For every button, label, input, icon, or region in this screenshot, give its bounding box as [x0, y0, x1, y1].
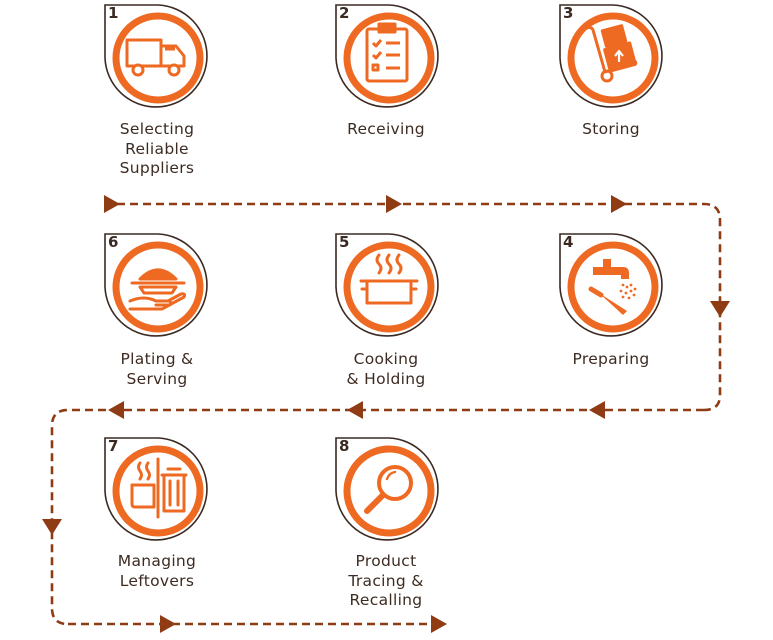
- step-number: 7: [108, 437, 119, 455]
- arrow-right-2: [386, 195, 402, 213]
- step-number: 3: [563, 4, 574, 22]
- step-number: 6: [108, 233, 119, 251]
- step-2: 2: [333, 2, 443, 112]
- step-7: 7: [102, 435, 212, 545]
- arrow-left-2: [347, 401, 363, 419]
- connector-row2: [50, 408, 704, 626]
- arrow-down-left: [42, 519, 62, 535]
- step-3: 3: [557, 2, 667, 112]
- step-7-label: Managing Leftovers: [117, 552, 197, 590]
- step-number: 8: [339, 437, 350, 455]
- leftovers-bin-icon: [130, 457, 188, 519]
- arrow-down-right: [710, 301, 730, 317]
- step-number: 5: [339, 233, 350, 251]
- step-number: 4: [563, 233, 574, 251]
- step-6-label: Plating & Serving: [120, 350, 194, 388]
- hand-truck-box-icon: [586, 24, 638, 83]
- clipboard-checklist-icon: [365, 22, 409, 83]
- steaming-pot-icon: [359, 253, 419, 305]
- arrow-right-4: [160, 615, 176, 633]
- step-5: 5: [333, 231, 443, 341]
- step-8: 8: [333, 435, 443, 545]
- step-number: 1: [108, 4, 119, 22]
- faucet-knife-icon: [588, 259, 637, 315]
- serving-plate-hand-icon: [128, 268, 187, 311]
- step-3-label: Storing: [582, 120, 640, 138]
- arrow-left-1: [589, 401, 605, 419]
- step-1-label: Selecting Reliable Suppliers: [119, 120, 195, 177]
- step-2-label: Receiving: [347, 120, 425, 138]
- delivery-truck-icon: [125, 38, 186, 77]
- step-4-label: Preparing: [572, 350, 650, 368]
- step-8-label: Product Tracing & Recalling: [348, 552, 424, 609]
- connector-row1: [104, 202, 722, 412]
- arrow-right-3: [611, 195, 627, 213]
- arrow-left-3: [108, 401, 124, 419]
- magnifying-glass-icon: [364, 465, 413, 514]
- arrow-right-5: [431, 615, 447, 633]
- step-6: 6: [102, 231, 212, 341]
- step-4: 4: [557, 231, 667, 341]
- step-5-label: Cooking & Holding: [346, 350, 426, 388]
- arrow-right-1: [104, 195, 120, 213]
- step-1: 1: [102, 2, 212, 112]
- step-number: 2: [339, 4, 350, 22]
